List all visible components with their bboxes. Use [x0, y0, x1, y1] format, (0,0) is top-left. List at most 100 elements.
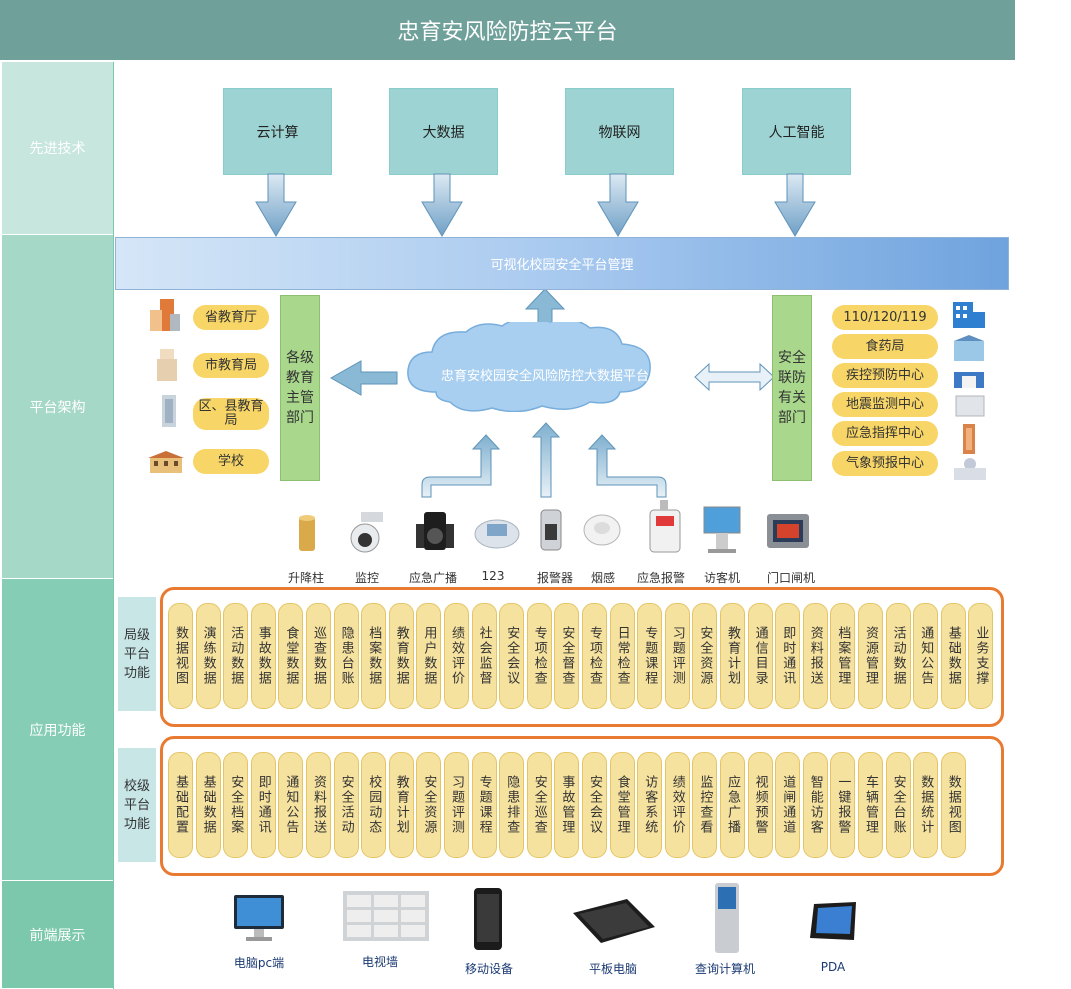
- video-wall-icon: [343, 891, 429, 941]
- hospital-icon: [954, 335, 984, 361]
- school-function-cell: 隐患排查: [499, 752, 525, 858]
- school-building-icon: [148, 451, 184, 473]
- device-label-alarm: 报警器: [536, 571, 573, 585]
- device-label-visitor: 访客机: [703, 571, 740, 585]
- bureau-function-cell: 档案数据: [361, 603, 387, 709]
- bureau-function-cell: 资料报送: [802, 603, 828, 709]
- device-label-emergency-alarm: 应急报警: [636, 571, 685, 585]
- front-label-tablet: 平板电脑: [588, 962, 637, 976]
- school-function-cell: 安全活动: [333, 752, 359, 858]
- school-function-cell: 道闸通道: [775, 752, 801, 858]
- pill-weather: 气象预报中心: [832, 451, 938, 476]
- mobile-phone-icon: [474, 888, 502, 950]
- bureau-function-cell: 教育计划: [720, 603, 745, 709]
- school-function-cell: 即时通讯: [250, 752, 276, 858]
- pill-school: 学校: [193, 449, 269, 474]
- school-function-cell: 安全巡查: [526, 752, 552, 858]
- bureau-function-cell: 活动数据: [885, 603, 911, 709]
- bollard-icon: [299, 515, 315, 551]
- tech-box-big-data: 大数据: [389, 88, 498, 175]
- education-authority-box: 各级教育主管部门: [280, 295, 320, 481]
- down-arrow-icon: [255, 173, 816, 237]
- front-label-pda: PDA: [820, 960, 846, 974]
- school-function-list: 基础配置基础数据安全档案即时通讯通知公告资料报送安全活动校园动态教育计划安全资源…: [163, 739, 1001, 873]
- speaker-icon: [416, 512, 454, 550]
- tablet-icon: [573, 899, 655, 943]
- school-function-cell: 一键报警: [830, 752, 856, 858]
- bureau-function-cell: 数据视图: [168, 603, 193, 709]
- pill-city-education: 市教育局: [193, 353, 269, 378]
- pill-county-education: 区、县教育局: [193, 398, 269, 430]
- bureau-function-cell: 隐患台账: [333, 603, 359, 709]
- school-function-label: 校级平台功能: [118, 748, 156, 862]
- bureau-function-cell: 演练数据: [195, 603, 221, 709]
- row-label-front: 前端展示: [2, 881, 113, 989]
- up-arrow-icon: [587, 434, 667, 498]
- bureau-function-cell: 通信目录: [747, 603, 773, 709]
- pill-provincial-education: 省教育厅: [193, 305, 269, 330]
- pill-disease-control: 疾控预防中心: [832, 363, 938, 388]
- bureau-function-cell: 社会监督: [471, 603, 497, 709]
- bureau-function-cell: 安全资源: [692, 603, 718, 709]
- device-label-monitor: 监控: [354, 571, 379, 585]
- bureau-function-cell: 业务支撑: [968, 603, 994, 709]
- front-label-pc: 电脑pc端: [233, 956, 285, 970]
- device-label-123: 123: [481, 569, 505, 583]
- bureau-function-list: 数据视图演练数据活动数据事故数据食堂数据巡查数据隐患台账档案数据教育数据用户数据…: [163, 590, 1001, 724]
- bureau-function-cell: 资源管理: [858, 603, 883, 709]
- bureau-function-cell: 档案管理: [830, 603, 856, 709]
- control-panel-icon: [474, 519, 520, 549]
- bureau-function-cell: 活动数据: [223, 603, 249, 709]
- school-function-cell: 绩效评价: [664, 752, 690, 858]
- bureau-function-cell: 专项检查: [526, 603, 552, 709]
- bureau-function-cell: 专项检查: [582, 603, 607, 709]
- page-title: 忠育安风险防控云平台: [0, 0, 1015, 60]
- school-function-cell: 资料报送: [306, 752, 331, 858]
- school-function-cell: 安全台账: [885, 752, 911, 858]
- school-function-cell: 食堂管理: [609, 752, 635, 858]
- bureau-function-cell: 即时通讯: [775, 603, 801, 709]
- up-arrow-icon: [531, 422, 561, 498]
- school-function-cell: 应急广播: [720, 752, 745, 858]
- bureau-function-cell: 基础数据: [940, 603, 966, 709]
- cloud-icon: [407, 322, 651, 412]
- joint-defense-box: 安全联防有关部门: [772, 295, 812, 481]
- row-divider: [113, 62, 114, 989]
- school-function-cell: 视频预警: [747, 752, 773, 858]
- pill-food-drug: 食药局: [832, 334, 938, 359]
- row-label-tech: 先进技术: [2, 62, 113, 235]
- tower-building-icon: [157, 349, 177, 381]
- bureau-function-cell: 用户数据: [416, 603, 442, 709]
- desktop-pc-icon: [234, 895, 284, 941]
- alarm-detector-icon: [540, 509, 562, 551]
- school-function-cell: 安全会议: [582, 752, 607, 858]
- bureau-function-cell: 绩效评价: [444, 603, 469, 709]
- left-arrow-icon: [329, 360, 398, 396]
- tech-box-iot: 物联网: [565, 88, 674, 175]
- pill-emergency-numbers: 110/120/119: [832, 305, 938, 330]
- device-label-gate: 门口闸机: [766, 571, 815, 585]
- device-label-broadcast: 应急广播: [408, 571, 457, 585]
- bureau-function-panel: 数据视图演练数据活动数据事故数据食堂数据巡查数据隐患台账档案数据教育数据用户数据…: [160, 587, 1004, 727]
- school-function-cell: 车辆管理: [858, 752, 883, 858]
- high-rise-icon: [162, 395, 176, 427]
- dome-camera-icon: [350, 512, 383, 553]
- up-arrow-icon: [421, 434, 501, 498]
- bureau-function-cell: 专题课程: [637, 603, 663, 709]
- row-label-arch: 平台架构: [2, 235, 113, 579]
- bureau-function-cell: 安全会议: [499, 603, 525, 709]
- cloud-label: 忠育安校园安全风险防控大数据平台: [440, 369, 649, 384]
- front-label-video-wall: 电视墙: [361, 955, 398, 969]
- emergency-alarm-icon: [649, 500, 681, 553]
- bureau-function-cell: 习题评测: [664, 603, 690, 709]
- school-function-panel: 基础配置基础数据安全档案即时通讯通知公告资料报送安全活动校园动态教育计划安全资源…: [160, 736, 1004, 876]
- school-function-cell: 专题课程: [471, 752, 497, 858]
- clinic-icon: [954, 372, 984, 388]
- school-function-cell: 通知公告: [278, 752, 304, 858]
- double-arrow-icon: [694, 362, 775, 392]
- front-label-mobile: 移动设备: [464, 962, 513, 976]
- school-function-cell: 校园动态: [361, 752, 387, 858]
- bureau-function-label: 局级平台功能: [118, 597, 156, 711]
- visitor-kiosk-icon: [703, 506, 741, 553]
